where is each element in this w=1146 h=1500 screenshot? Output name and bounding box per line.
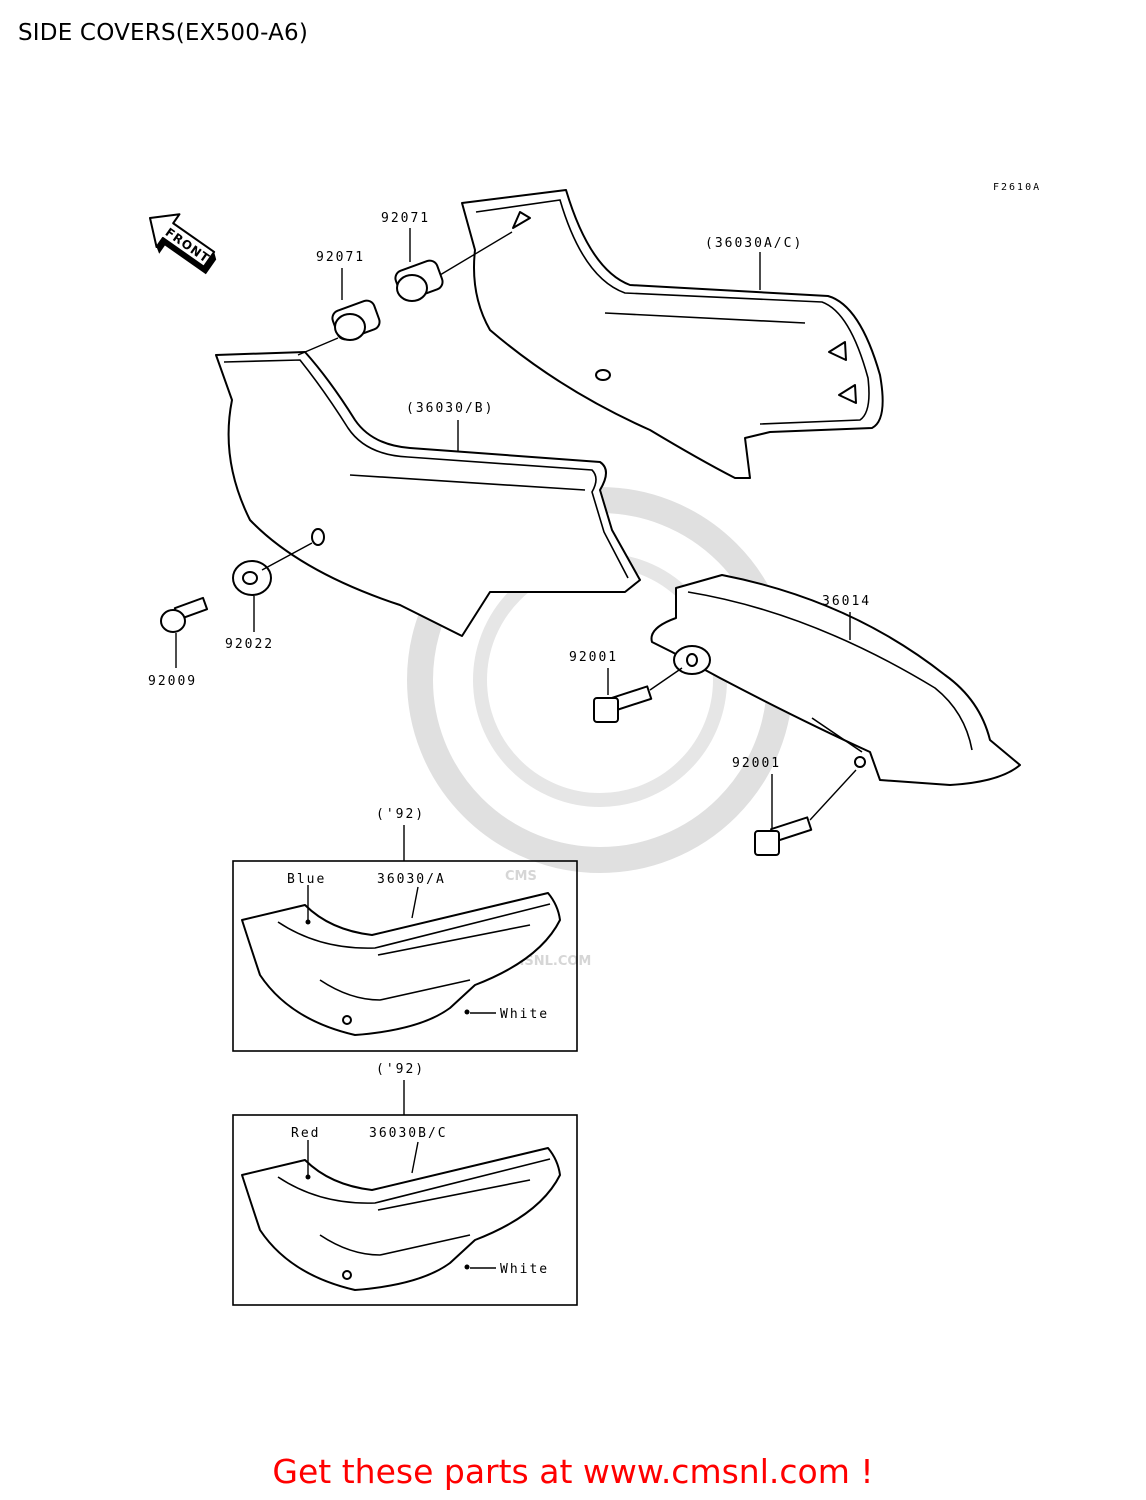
- bolt-lower-head: [754, 830, 780, 856]
- bolt-lower: [754, 769, 857, 856]
- side-cover-right: [461, 189, 884, 479]
- chain-cover: [650, 574, 1021, 786]
- washer-hole: [242, 571, 258, 585]
- variant-1-hole: [342, 1015, 352, 1025]
- label-cover-right: (36030A/C): [705, 236, 803, 251]
- label-cover-left: (36030/B): [406, 401, 494, 416]
- variant-2-dot-secondary: [464, 1264, 470, 1270]
- bolt-upper-head: [593, 697, 619, 723]
- leader-bolt-lower-fit: [809, 769, 857, 821]
- variant-1-color-primary: Blue: [287, 872, 326, 887]
- variant-1-leader-part: [411, 886, 419, 919]
- variant-1-line: [377, 924, 531, 956]
- label-screw: 92009: [148, 674, 197, 689]
- side-cover-right-line: [604, 312, 806, 324]
- variant-2-leader-part: [411, 1141, 419, 1174]
- variant-2-stripe: [277, 1158, 551, 1204]
- variant-1-year: ('92): [376, 807, 425, 822]
- variant-2-cover: [241, 1147, 561, 1291]
- front-arrow-shadow: [156, 237, 217, 275]
- variant-1-color-secondary: White: [500, 1007, 549, 1022]
- grommet-right: [394, 228, 513, 302]
- side-cover-right-outline: [461, 189, 884, 479]
- variant-2-line: [377, 1179, 531, 1211]
- leader-grommet-left-fit: [297, 337, 339, 356]
- bolt-upper: [593, 667, 683, 723]
- label-bolt-lower: 92001: [732, 756, 781, 771]
- variant-1-cover: [241, 892, 561, 1036]
- side-cover-right-pin-2: [828, 341, 847, 361]
- grommet-right-hole: [396, 274, 428, 302]
- variant-1-dot-primary: [305, 919, 311, 925]
- front-arrow: FRONT: [149, 213, 217, 275]
- variant-panel-1: ('92) Blue 36030/A White: [232, 807, 578, 1052]
- page-title: SIDE COVERS(EX500-A6): [18, 20, 309, 46]
- figure-code: F2610A: [993, 182, 1041, 193]
- leader-washer: [261, 542, 313, 571]
- label-bolt-upper: 92001: [569, 650, 618, 665]
- side-cover-right-pin-3: [838, 384, 857, 404]
- variant-2-hole: [342, 1270, 352, 1280]
- variant-2-year: ('92): [376, 1062, 425, 1077]
- side-cover-left-hole: [311, 528, 325, 546]
- variant-1-stripe: [277, 903, 551, 949]
- variant-2-color-primary: Red: [291, 1126, 320, 1141]
- label-washer: 92022: [225, 637, 274, 652]
- leader-grommet-right-fit: [439, 231, 513, 276]
- screw: [160, 596, 209, 668]
- side-cover-right-trim: [475, 199, 870, 425]
- variant-1-part: 36030/A: [377, 872, 446, 887]
- chain-cover-trim: [687, 591, 973, 751]
- chain-cover-tab-upper-hole: [686, 653, 698, 667]
- washer: [232, 542, 313, 632]
- side-cover-right-pin-1: [512, 211, 531, 229]
- variant-2-frame: [232, 1114, 578, 1306]
- label-chain-cover: 36014: [822, 594, 871, 609]
- variant-panel-2: ('92) Red 36030B/C White: [232, 1062, 578, 1306]
- side-cover-left: [215, 351, 641, 637]
- chain-cover-notch: [811, 717, 863, 753]
- screw-head: [160, 609, 186, 633]
- variant-2-part: 36030B/C: [369, 1126, 448, 1141]
- grommet-left: [297, 268, 381, 356]
- variant-2-trim: [319, 1234, 471, 1256]
- label-grommet-left: 92071: [316, 250, 365, 265]
- variant-2-dot-primary: [305, 1174, 311, 1180]
- side-cover-left-line: [349, 474, 586, 491]
- variant-1-frame: [232, 860, 578, 1052]
- variant-2-color-secondary: White: [500, 1262, 549, 1277]
- chain-cover-tab-lower-hole: [854, 756, 866, 768]
- grommet-left-hole: [334, 313, 366, 341]
- side-cover-right-hole: [595, 369, 611, 381]
- label-grommet-right: 92071: [381, 211, 430, 226]
- promo-link[interactable]: Get these parts at www.cmsnl.com !: [272, 1452, 874, 1491]
- leader-bolt-upper-fit: [649, 667, 683, 691]
- variant-1-dot-secondary: [464, 1009, 470, 1015]
- variant-1-trim: [319, 979, 471, 1001]
- watermark-brand: CMS: [505, 869, 537, 884]
- side-cover-left-trim: [223, 359, 629, 579]
- side-cover-left-outline: [215, 351, 641, 637]
